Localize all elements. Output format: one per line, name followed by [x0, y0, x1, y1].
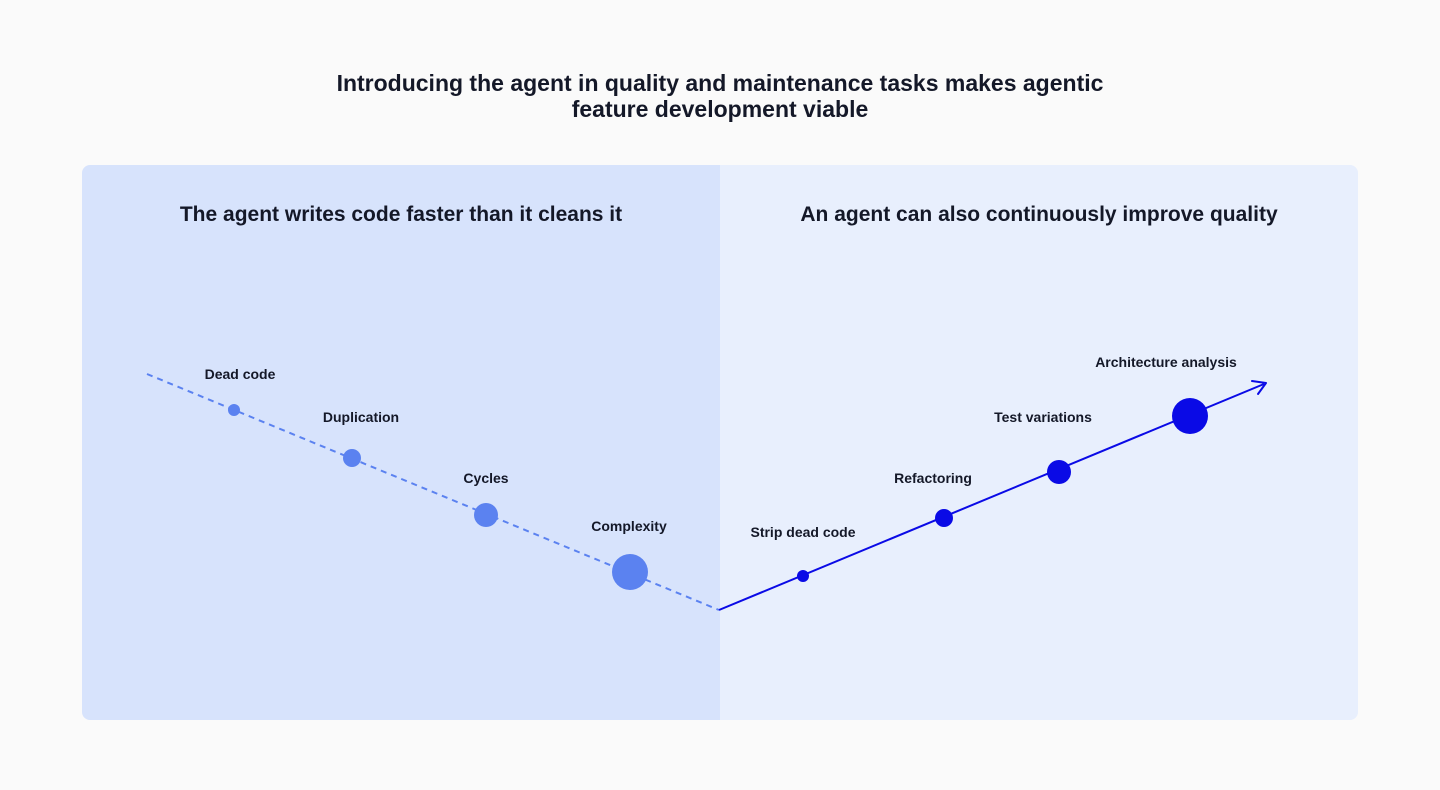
left-node-label: Duplication	[323, 409, 399, 425]
left-node-label: Complexity	[591, 518, 667, 534]
page-title: Introducing the agent in quality and mai…	[270, 70, 1170, 122]
left-node-dot	[474, 503, 498, 527]
right-node-label: Test variations	[994, 409, 1092, 425]
right-node-dot	[797, 570, 809, 582]
left-node-dot	[612, 554, 648, 590]
right-node-label: Strip dead code	[750, 524, 855, 540]
right-trend: Strip dead code Refactoring Test variation…	[718, 354, 1267, 611]
left-trend-line	[146, 373, 720, 611]
left-panel-heading: The agent writes code faster than it cle…	[179, 203, 623, 226]
page-title-line-1: Introducing the agent in quality and mai…	[336, 70, 1104, 96]
right-node-dot	[935, 509, 953, 527]
comparison-card: The agent writes code faster than it cle…	[82, 165, 1358, 720]
left-node-dot	[228, 404, 240, 416]
left-node-label: Cycles	[463, 470, 508, 486]
right-panel-heading: An agent can also continuously improve q…	[800, 203, 1278, 226]
right-node-label: Refactoring	[894, 470, 972, 486]
page-title-line-2: feature development viable	[571, 96, 869, 122]
right-node-label: Architecture analysis	[1095, 354, 1237, 370]
left-node-dot	[343, 449, 361, 467]
right-node-dot	[1047, 460, 1071, 484]
right-node-dot	[1172, 398, 1208, 434]
left-panel: The agent writes code faster than it cle…	[82, 165, 720, 720]
left-node-label: Dead code	[205, 366, 276, 382]
arrow-head-icon	[1251, 380, 1267, 395]
right-panel: An agent can also continuously improve q…	[720, 165, 1358, 720]
